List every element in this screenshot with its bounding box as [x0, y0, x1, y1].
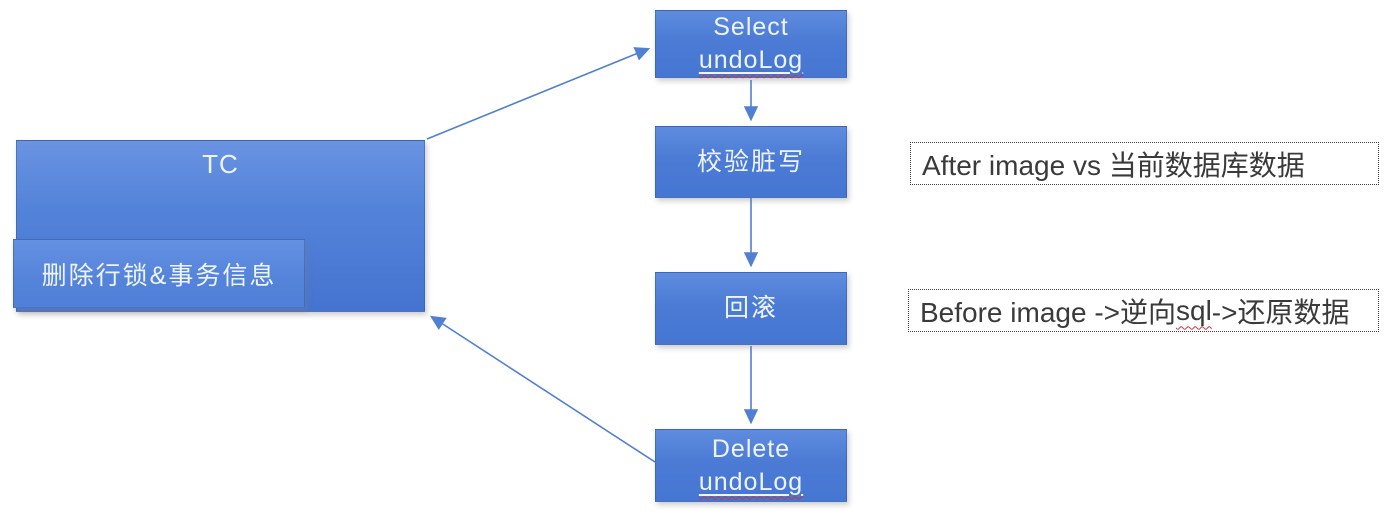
verify-dirty-write-box: 校验脏写	[655, 126, 847, 198]
delete-undolog-line2: undoLog	[698, 467, 804, 496]
delete-undolog-box: Delete undoLog	[655, 429, 847, 502]
after-image-text: After image vs 当前数据库数据	[922, 149, 1305, 181]
spellcheck-wavy-underline: undoLog	[699, 466, 803, 499]
rollback-label: 回滚	[723, 294, 778, 322]
before-image-text-suffix: ->还原数据	[1211, 296, 1350, 328]
delete-row-lock-box: 删除行锁&事务信息	[13, 239, 305, 308]
delete-row-lock-label: 删除行锁&事务信息	[41, 261, 277, 290]
tc-box-title: TC	[202, 149, 239, 179]
spellcheck-wavy-underline: undoLog	[699, 44, 803, 77]
after-image-annotation: After image vs 当前数据库数据	[910, 142, 1379, 185]
arrow-delete-undolog-to-tc	[429, 315, 656, 463]
verify-dirty-write-label: 校验脏写	[696, 147, 805, 176]
before-image-text-prefix: Before image ->逆向	[920, 296, 1176, 328]
delete-undolog-line1: Delete	[711, 434, 791, 463]
select-undolog-line1: Select	[713, 13, 789, 41]
select-undolog-box: Select undoLog	[655, 10, 847, 78]
before-image-sql-misspelled: sql	[1176, 294, 1212, 326]
arrow-tc-to-select-undolog	[426, 47, 651, 140]
rollback-box: 回滚	[655, 272, 847, 345]
select-undolog-line2: undoLog	[698, 46, 804, 74]
